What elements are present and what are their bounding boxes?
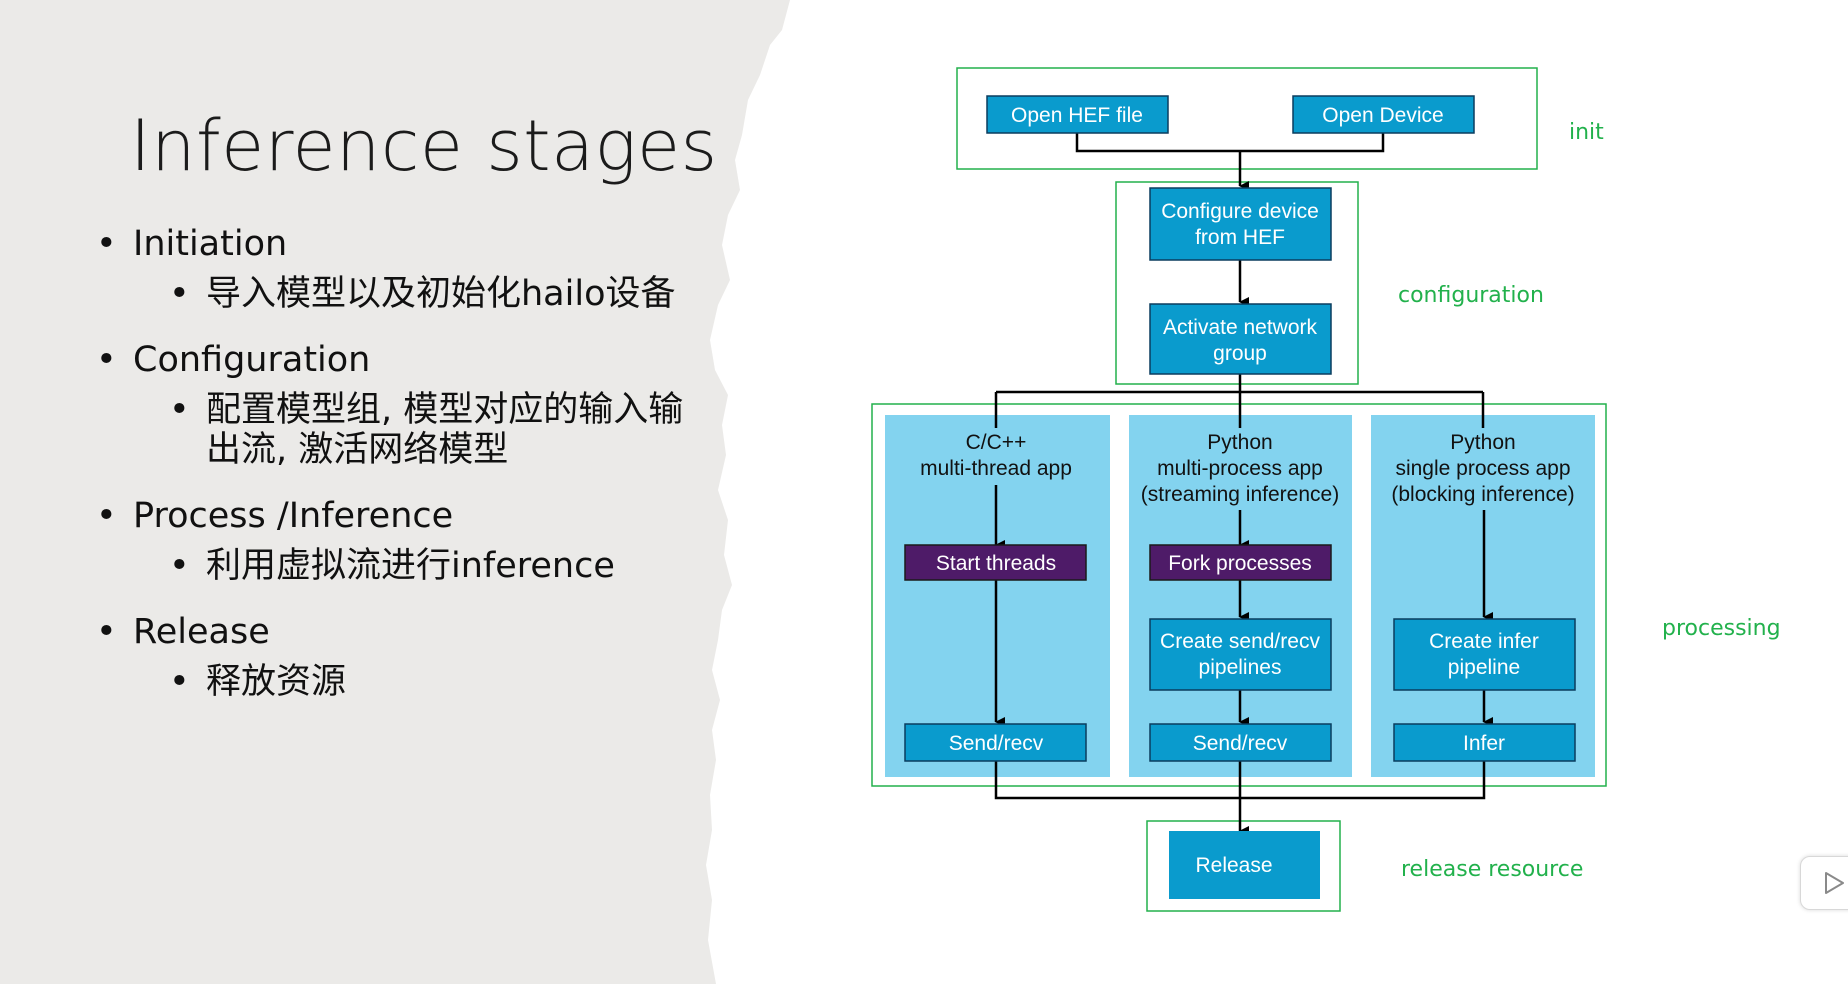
cpp-send-recv-box	[904, 723, 1087, 762]
open-device-box	[1292, 95, 1475, 134]
start-threads-label: Start threads	[936, 552, 1056, 575]
configure-device-label-line2: from HEF	[1195, 226, 1285, 249]
connector-lines	[994, 133, 1493, 836]
configuration-frame	[1115, 181, 1359, 385]
configure-device-box	[1149, 187, 1332, 261]
slide-title: Inference stages	[130, 105, 718, 187]
sub-bullet-initiation: 导入模型以及初始化hailo设备	[96, 274, 736, 314]
configure-device-label-line1: Configure device	[1161, 200, 1319, 223]
fork-processes-label: Fork processes	[1168, 552, 1312, 575]
start-threads-box	[904, 544, 1087, 581]
infer-box	[1393, 723, 1576, 762]
activate-network-label-line2: group	[1213, 342, 1267, 365]
create-infer-label-line1: Create infer	[1429, 630, 1539, 653]
bullet-process: Process /Inference	[96, 494, 736, 538]
play-button[interactable]	[1800, 856, 1848, 910]
release-box	[1169, 831, 1320, 899]
bullet-configuration: Configuration	[96, 338, 736, 382]
stage-label-release: release resource	[1401, 857, 1583, 882]
bullet-list: Initiation 导入模型以及初始化hailo设备 Configuratio…	[96, 222, 736, 702]
column-header-python-single-line1: Python	[1450, 431, 1515, 454]
create-send-recv-label-line2: pipelines	[1199, 656, 1282, 679]
column-header-cpp-line1: C/C++	[966, 431, 1027, 454]
create-infer-pipeline-box	[1393, 618, 1576, 691]
column-header-python-multi-line1: Python	[1207, 431, 1272, 454]
column-header-python-multi-line3: (streaming inference)	[1141, 483, 1339, 506]
column-header-python-single-line2: single process app	[1395, 457, 1570, 480]
open-hef-label: Open HEF file	[1011, 104, 1143, 127]
open-hef-box	[986, 95, 1169, 134]
release-frame	[1146, 820, 1341, 912]
python-send-recv-box	[1149, 723, 1332, 762]
stage-label-processing: processing	[1662, 616, 1781, 641]
bullet-initiation: Initiation	[96, 222, 736, 266]
create-infer-label-line2: pipeline	[1448, 656, 1520, 679]
sub-bullet-configuration: 配置模型组, 模型对应的输入输 出流, 激活网络模型	[96, 390, 736, 470]
init-frame	[956, 67, 1538, 170]
column-header-python-multi-line2: multi-process app	[1157, 457, 1323, 480]
fork-processes-box	[1149, 544, 1332, 581]
stage-label-init: init	[1569, 120, 1604, 145]
bullet-release: Release	[96, 610, 736, 654]
column-header-python-single-line3: (blocking inference)	[1391, 483, 1574, 506]
cpp-send-recv-label: Send/recv	[949, 732, 1044, 755]
create-send-recv-pipelines-box	[1149, 618, 1332, 691]
python-send-recv-label: Send/recv	[1193, 732, 1288, 755]
column-panel-cpp	[885, 415, 1110, 777]
activate-network-box	[1149, 303, 1332, 375]
stage-label-configuration: configuration	[1398, 283, 1544, 308]
release-label: Release	[1195, 854, 1272, 877]
open-device-label: Open Device	[1322, 104, 1443, 127]
create-send-recv-label-line1: Create send/recv	[1160, 630, 1320, 653]
infer-label: Infer	[1463, 732, 1505, 755]
column-header-cpp-line2: multi-thread app	[920, 457, 1072, 480]
sub-bullet-process: 利用虚拟流进行inference	[96, 546, 736, 586]
play-icon	[1825, 872, 1844, 894]
activate-network-label-line1: Activate network	[1163, 316, 1318, 339]
sub-bullet-release: 释放资源	[96, 662, 736, 702]
